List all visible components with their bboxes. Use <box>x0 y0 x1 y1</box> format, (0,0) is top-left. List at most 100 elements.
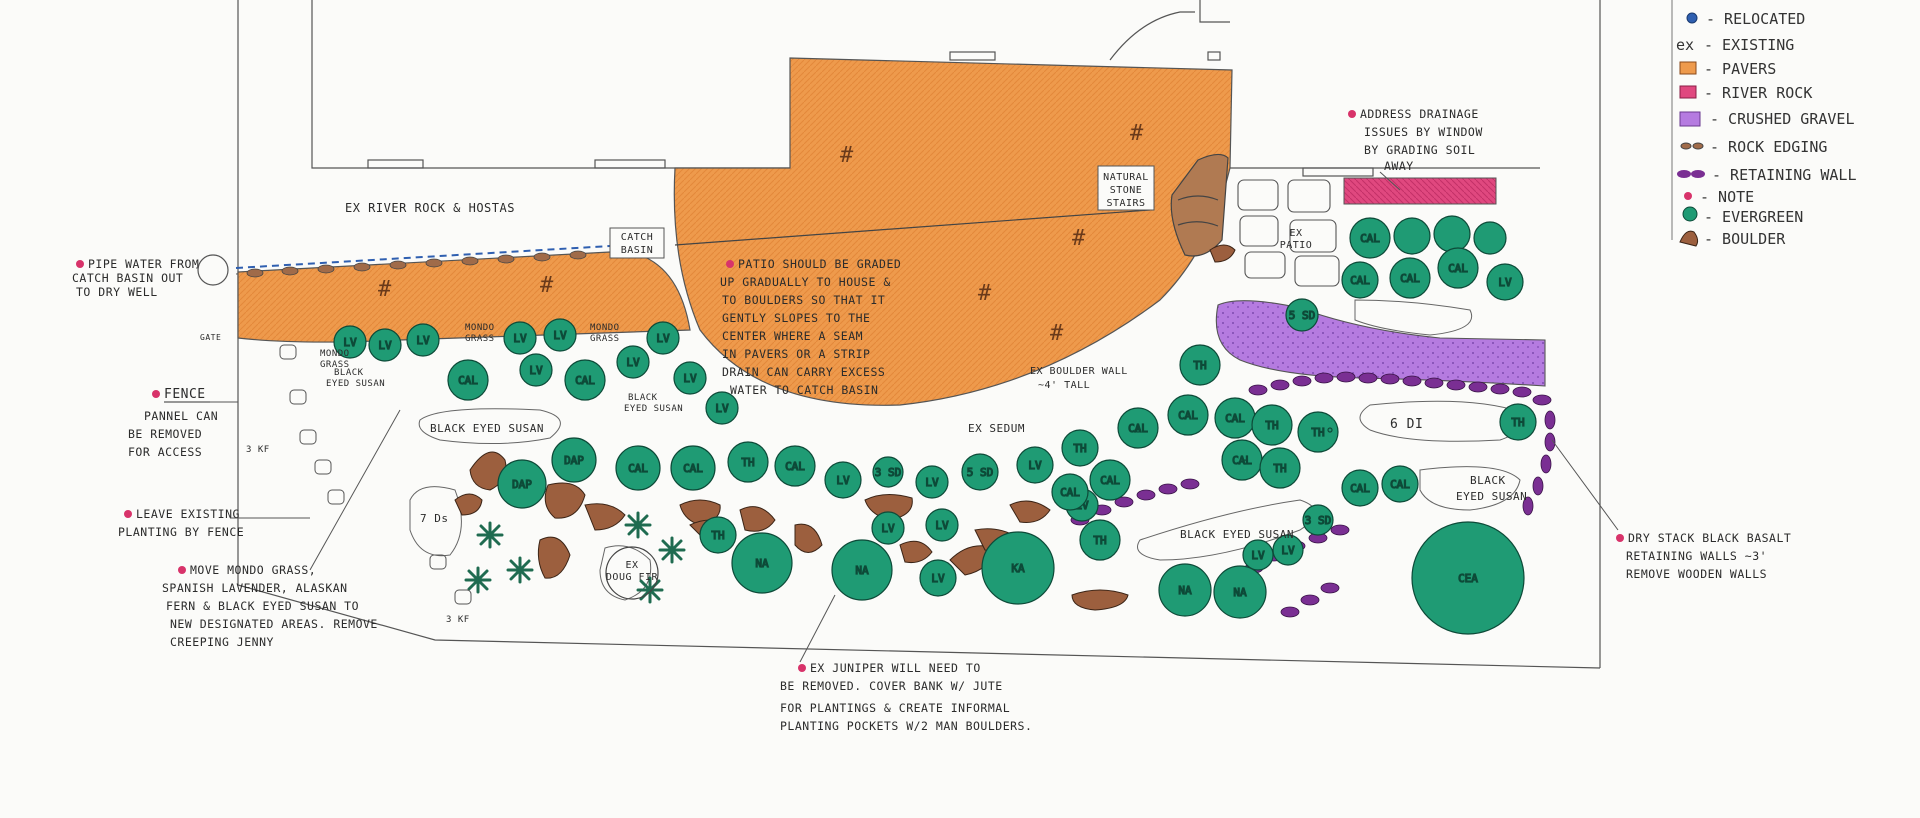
svg-text:PATIO: PATIO <box>1280 240 1313 251</box>
svg-text:TH: TH <box>1093 534 1106 547</box>
svg-text:EX: EX <box>625 560 638 571</box>
svg-text:LV: LV <box>656 332 670 345</box>
svg-text:- BOULDER: - BOULDER <box>1704 230 1786 248</box>
plant-lv: LV <box>519 353 553 387</box>
mondo-grass-label: MONDO <box>320 349 350 359</box>
svg-text:EYED SUSAN: EYED SUSAN <box>1456 490 1527 503</box>
svg-text:DRAIN CAN CARRY EXCESS: DRAIN CAN CARRY EXCESS <box>722 365 885 379</box>
svg-text:MONDO: MONDO <box>465 323 495 333</box>
svg-text:TH: TH <box>711 529 724 542</box>
note-address-drainage: ADDRESS DRAINAGE ISSUES BY WINDOW BY GRA… <box>1348 107 1482 191</box>
plant-lv: LV <box>616 345 650 379</box>
legend-item-existing: ex - EXISTING <box>1676 36 1794 54</box>
legend-item-rock-edging: - ROCK EDGING <box>1680 138 1827 156</box>
svg-text:- EXISTING: - EXISTING <box>1704 36 1794 54</box>
svg-text:ADDRESS DRAINAGE: ADDRESS DRAINAGE <box>1360 107 1479 121</box>
svg-text:#: # <box>1050 321 1064 346</box>
svg-text:LV: LV <box>715 402 729 415</box>
notes: PIPE WATER FROM CATCH BASIN OUT TO DRY W… <box>72 107 1791 733</box>
legend-item-relocated: - RELOCATED <box>1686 10 1805 28</box>
svg-text:TH: TH <box>1265 419 1278 432</box>
svg-text:CAL: CAL <box>1225 412 1245 425</box>
svg-text:- RETAINING WALL: - RETAINING WALL <box>1712 166 1857 184</box>
three-kf-label: 3 KF <box>246 445 270 455</box>
svg-text:PLANTING BY FENCE: PLANTING BY FENCE <box>118 525 244 539</box>
svg-text:CAL: CAL <box>1178 409 1198 422</box>
svg-text:TO DRY WELL: TO DRY WELL <box>76 285 158 299</box>
svg-text:3 KF: 3 KF <box>446 615 470 625</box>
svg-text:- RELOCATED: - RELOCATED <box>1706 10 1805 28</box>
plant-cal: CAL <box>1214 397 1256 439</box>
svg-text:FERN & BLACK EYED SUSAN TO: FERN & BLACK EYED SUSAN TO <box>166 599 359 613</box>
svg-text:UP GRADUALLY TO HOUSE &: UP GRADUALLY TO HOUSE & <box>720 275 891 289</box>
svg-text:CAL: CAL <box>1060 486 1080 499</box>
plant-lv: LV <box>1242 539 1274 571</box>
note-juniper: EX JUNIPER WILL NEED TO BE REMOVED. COVE… <box>780 594 1032 733</box>
plant-cal: CAL <box>1167 394 1209 436</box>
plant-sd: 3 SD <box>1302 504 1334 536</box>
svg-text:NA: NA <box>1233 586 1247 599</box>
plant-cal: CAL <box>1089 459 1131 501</box>
plant-lv: LV <box>919 559 957 597</box>
svg-text:- PAVERS: - PAVERS <box>1704 60 1776 78</box>
svg-text:FENCE: FENCE <box>164 387 206 402</box>
svg-text:3 SD: 3 SD <box>875 466 902 479</box>
plant-cea: CEA <box>1411 521 1525 635</box>
plant-cal: CAL <box>1389 257 1431 299</box>
ex-patio-label: EX <box>1289 228 1302 239</box>
river-rock-strip <box>1343 177 1497 205</box>
ex-river-rock-label: EX RIVER ROCK & HOSTAS <box>345 201 515 215</box>
svg-text:BASIN: BASIN <box>621 245 654 256</box>
svg-text:NEW DESIGNATED AREAS. REMOVE: NEW DESIGNATED AREAS. REMOVE <box>170 617 378 631</box>
plant-cal <box>1135 427 1141 433</box>
plant-na: NA <box>1158 563 1212 617</box>
svg-text:CAL: CAL <box>628 462 648 475</box>
svg-text:MOVE MONDO GRASS,: MOVE MONDO GRASS, <box>190 563 316 577</box>
plant-lv: LV <box>333 325 367 359</box>
ex-sedum-label: EX SEDUM <box>968 422 1025 435</box>
svg-text:LV: LV <box>1498 276 1512 289</box>
svg-text:DAP: DAP <box>512 478 532 491</box>
svg-text:TH: TH <box>1073 442 1086 455</box>
svg-text:NA: NA <box>1178 584 1192 597</box>
svg-text:RETAINING WALLS ~3': RETAINING WALLS ~3' <box>1626 549 1767 563</box>
natural-stone-stairs <box>1170 153 1229 257</box>
plant-cal: CAL <box>615 445 661 491</box>
svg-text:WATER TO CATCH BASIN: WATER TO CATCH BASIN <box>730 383 878 397</box>
svg-text:DAP: DAP <box>564 454 584 467</box>
plant-symbols: LV LV LV LV LV LV LV LV LV CAL CAL LV DA… <box>333 215 1537 635</box>
plant-cal: CAL <box>1341 261 1379 299</box>
plant-sd: 3 SD <box>872 456 904 488</box>
gate-label: GATE <box>200 333 221 342</box>
svg-text:PANNEL CAN: PANNEL CAN <box>144 409 218 423</box>
svg-text:LV: LV <box>513 332 527 345</box>
legend-item-crushed-gravel: - CRUSHED GRAVEL <box>1679 110 1855 128</box>
plant-cal <box>1242 459 1248 465</box>
svg-text:LEAVE EXISTING: LEAVE EXISTING <box>136 507 240 521</box>
note-patio-graded: PATIO SHOULD BE GRADED UP GRADUALLY TO H… <box>720 257 901 397</box>
plant-lv <box>1473 221 1507 255</box>
svg-text:LV: LV <box>343 336 357 349</box>
svg-text:DRY STACK BLACK BASALT: DRY STACK BLACK BASALT <box>1628 531 1791 545</box>
black-eyed-susan-label: BLACK EYED SUSAN <box>430 422 544 435</box>
svg-text:LV: LV <box>529 364 543 377</box>
svg-text:EYED SUSAN: EYED SUSAN <box>326 379 385 389</box>
svg-text:NA: NA <box>855 564 869 577</box>
svg-text:CAL: CAL <box>458 374 478 387</box>
svg-text:GRASS: GRASS <box>320 360 350 370</box>
svg-text:CAL: CAL <box>1360 232 1380 245</box>
plant-th: TH <box>727 441 769 483</box>
svg-text:#: # <box>978 281 992 306</box>
svg-text:BE REMOVED. COVER BANK W/ JUTE: BE REMOVED. COVER BANK W/ JUTE <box>780 679 1003 693</box>
svg-text:LV: LV <box>931 572 945 585</box>
svg-text:- ROCK EDGING: - ROCK EDGING <box>1710 138 1827 156</box>
svg-text:#: # <box>378 277 392 302</box>
rock-edging-top <box>246 250 587 278</box>
plant-lv: LV <box>673 361 707 395</box>
svg-text:REMOVE WOODEN WALLS: REMOVE WOODEN WALLS <box>1626 567 1767 581</box>
plant-cal <box>1327 427 1333 433</box>
plant-lv: LV <box>646 321 680 355</box>
svg-text:CAL: CAL <box>1100 474 1120 487</box>
legend-item-evergreen: - EVERGREEN <box>1682 206 1803 226</box>
